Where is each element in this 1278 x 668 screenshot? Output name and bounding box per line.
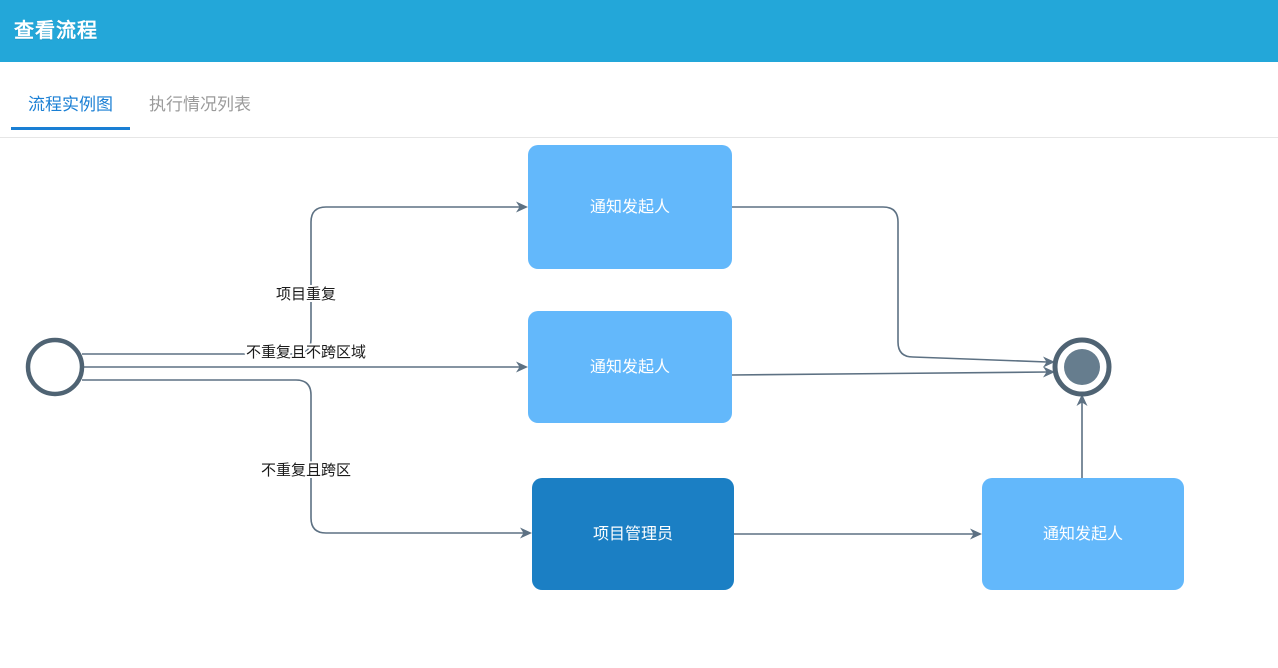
edge-label-halo: 不重复且跨区 xyxy=(261,461,351,479)
task-node-notify-bottom[interactable]: 通知发起人 xyxy=(982,478,1184,590)
events-layer xyxy=(25,337,1112,397)
edge-label-text: 不重复且跨区 xyxy=(261,461,351,479)
edge-line xyxy=(82,206,520,355)
edge-arrowhead xyxy=(516,201,528,213)
task-node-project-admin[interactable]: 项目管理员 xyxy=(532,478,734,590)
edge-arrowhead xyxy=(520,527,532,539)
task-node-label: 项目管理员 xyxy=(593,525,673,543)
task-node-shape xyxy=(528,145,732,269)
task-node-label: 通知发起人 xyxy=(590,198,670,216)
edge-arrowhead xyxy=(1043,356,1055,368)
task-node-label: 通知发起人 xyxy=(590,358,670,376)
edge-start-to-project-admin[interactable] xyxy=(82,379,532,539)
edge-arrowhead xyxy=(1076,394,1088,406)
end-event[interactable] xyxy=(1052,337,1112,397)
edge-line xyxy=(731,371,1048,376)
task-node-notify-top[interactable]: 通知发起人 xyxy=(528,145,732,269)
edge-notify-top-to-end[interactable] xyxy=(732,206,1055,368)
task-node-shape xyxy=(532,478,734,590)
task-node-shape xyxy=(528,311,732,423)
edge-start-to-notify-top[interactable] xyxy=(82,201,528,355)
page-title: 查看流程 xyxy=(14,20,98,42)
nodes-layer: 通知发起人通知发起人项目管理员通知发起人 xyxy=(528,145,1184,590)
end-event-core xyxy=(1064,349,1100,385)
edge-line xyxy=(82,379,524,534)
process-diagram-canvas[interactable]: 通知发起人通知发起人项目管理员通知发起人 项目重复项目重复不重复且不跨区域不重复… xyxy=(0,138,1278,668)
end-event-ring xyxy=(1052,337,1112,397)
start-event-ring xyxy=(25,337,85,397)
edges-layer xyxy=(82,201,1088,540)
tab-label: 执行情况列表 xyxy=(149,95,251,114)
task-node-label: 通知发起人 xyxy=(1043,525,1123,543)
task-node-shape xyxy=(982,478,1184,590)
edge-project-admin-to-notify-bottom[interactable] xyxy=(734,528,982,540)
task-node-notify-mid[interactable]: 通知发起人 xyxy=(528,311,732,423)
edge-arrowhead xyxy=(970,528,982,540)
edge-line xyxy=(732,206,1048,363)
tab-execution-list[interactable]: 执行情况列表 xyxy=(131,62,269,129)
edge-label-halo: 项目重复 xyxy=(276,285,336,303)
edge-label-text: 不重复且不跨区域 xyxy=(246,343,366,361)
flow-svg: 通知发起人通知发起人项目管理员通知发起人 项目重复项目重复不重复且不跨区域不重复… xyxy=(25,145,1184,590)
edge-notify-bottom-to-end[interactable] xyxy=(1076,394,1088,478)
edge-start-to-notify-mid[interactable] xyxy=(82,361,528,373)
edge-arrowhead xyxy=(1043,366,1055,378)
edge-notify-mid-to-end[interactable] xyxy=(731,366,1055,378)
tab-bar: 流程实例图 执行情况列表 xyxy=(0,62,1278,138)
edge-arrowhead xyxy=(516,361,528,373)
tab-label: 流程实例图 xyxy=(28,95,113,114)
edge-label-halo: 不重复且不跨区域 xyxy=(246,343,366,361)
edge-label-text: 项目重复 xyxy=(276,285,336,303)
start-event[interactable] xyxy=(25,337,85,397)
tab-process-instance-diagram[interactable]: 流程实例图 xyxy=(10,62,131,130)
page-header: 查看流程 xyxy=(0,0,1278,62)
